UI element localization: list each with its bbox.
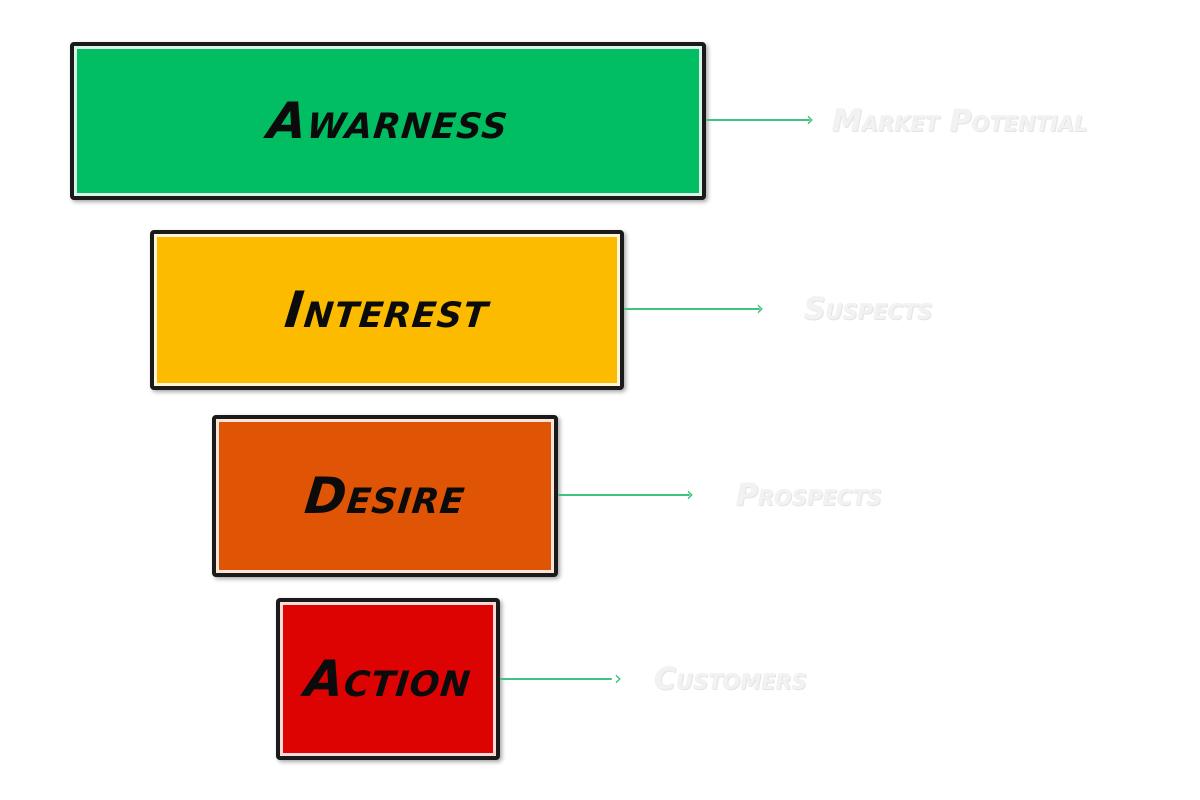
outcome-customers: Customers [654, 662, 807, 697]
stage-awareness-label: Awarness [264, 92, 512, 150]
chevron-right-icon: › [806, 107, 814, 131]
connector-interest-line [624, 308, 760, 310]
stage-awareness-box: Awarness [70, 42, 706, 200]
connector-desire-line [558, 494, 690, 496]
stage-interest-label: Interest [282, 281, 492, 339]
stage-desire-box: Desire [212, 415, 558, 577]
stage-action-label: Action [301, 650, 475, 708]
chevron-right-icon: › [614, 666, 622, 690]
connector-awareness-line [706, 119, 810, 121]
stage-action-box: Action [276, 598, 500, 760]
outcome-suspects: Suspects [804, 292, 933, 327]
stage-desire-label: Desire [301, 467, 469, 525]
connector-action-line [500, 678, 612, 680]
outcome-market-potential: Market Potential [832, 104, 1088, 139]
chevron-right-icon: › [686, 482, 694, 506]
outcome-prospects: Prospects [736, 478, 882, 513]
chevron-right-icon: › [756, 296, 764, 320]
stage-interest-box: Interest [150, 230, 624, 390]
